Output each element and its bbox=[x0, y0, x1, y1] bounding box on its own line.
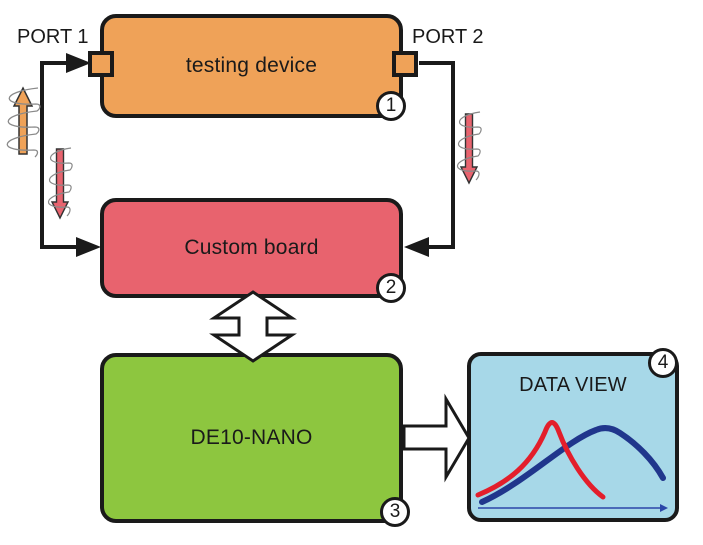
testing-device-box: testing device bbox=[100, 14, 403, 118]
de10-nano-label: DE10-NANO bbox=[190, 426, 313, 449]
port2-connector-square bbox=[392, 51, 418, 77]
downward-signal-wave-right-icon bbox=[457, 111, 482, 185]
blue-broad-curve bbox=[479, 425, 666, 505]
custom-board-box: Custom board bbox=[100, 198, 403, 298]
port1-connector-line bbox=[40, 61, 76, 249]
step-badge-1: 1 bbox=[376, 91, 406, 121]
coil-around-red-arrow-right bbox=[457, 111, 482, 181]
upward-signal-wave-icon bbox=[6, 86, 41, 158]
port2-connector-line bbox=[419, 61, 455, 249]
port1-label: PORT 1 bbox=[17, 26, 89, 48]
orange-up-arrow bbox=[12, 86, 34, 155]
data-view-label: DATA VIEW bbox=[519, 374, 627, 396]
data-view-chart bbox=[475, 420, 668, 512]
step-badge-4: 4 bbox=[648, 348, 678, 378]
coil-around-red-arrow-left bbox=[48, 147, 73, 217]
chart-x-axis-arrowhead bbox=[660, 504, 668, 512]
step-badge-3: 3 bbox=[380, 497, 410, 527]
custom-board-label: Custom board bbox=[184, 236, 319, 259]
red-down-arrow-left bbox=[50, 148, 70, 220]
coil-around-orange-arrow bbox=[6, 87, 41, 158]
de10-nano-box: DE10-NANO bbox=[100, 353, 403, 523]
arrowhead-into-port1 bbox=[66, 53, 91, 73]
arrowhead-into-custom-board-left bbox=[76, 237, 101, 257]
testing-device-label: testing device bbox=[185, 54, 318, 77]
downward-signal-wave-left-icon bbox=[48, 147, 73, 220]
port1-connector-square bbox=[88, 51, 114, 77]
red-peaked-curve bbox=[475, 420, 606, 500]
step-badge-2: 2 bbox=[376, 273, 406, 303]
arrowhead-into-custom-board-right bbox=[404, 237, 429, 257]
port2-label: PORT 2 bbox=[412, 26, 484, 48]
